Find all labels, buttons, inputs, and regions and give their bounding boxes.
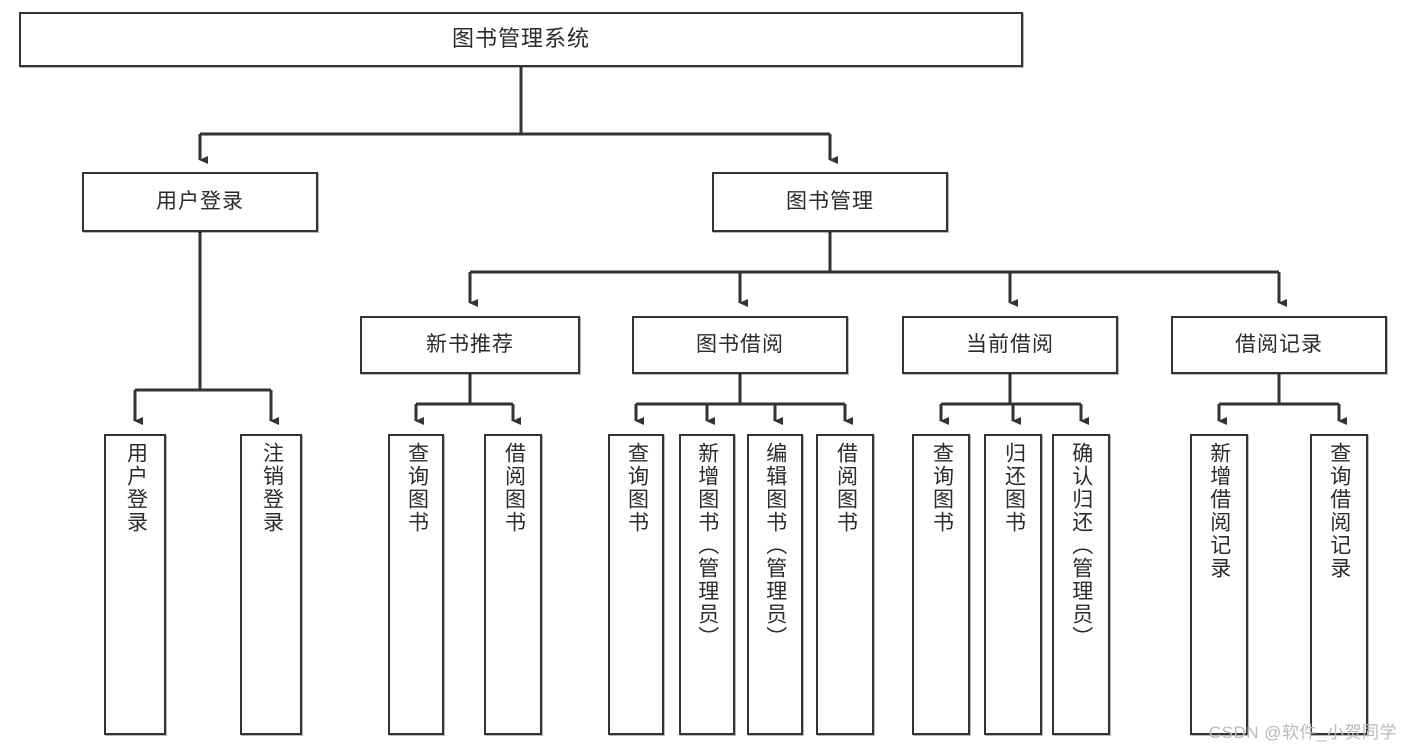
node-user-login[interactable]: 用户登录 [82, 172, 318, 232]
node-leaf-rec-query2[interactable]: 查询借阅记录 [1310, 434, 1368, 735]
leaf-label: 借阅图书 [834, 442, 858, 534]
node-current-borrow[interactable]: 当前借阅 [902, 316, 1118, 374]
node-new-book-rec[interactable]: 新书推荐 [360, 316, 580, 374]
leaf-label: 查询图书 [405, 442, 429, 534]
leaf-label: 借阅图书 [502, 442, 526, 534]
watermark-text: CSDN @软件_小贺同学 [1208, 723, 1397, 742]
leaf-label: 注销登录 [260, 442, 284, 534]
leaf-label: 确认归还（管理员） [1069, 442, 1093, 649]
leaf-label: 用户登录 [124, 442, 148, 534]
node-book-manage[interactable]: 图书管理 [712, 172, 948, 232]
leaf-label: 新增图书（管理员） [695, 442, 719, 649]
node-borrow-record[interactable]: 借阅记录 [1171, 316, 1387, 374]
node-leaf-rec-query[interactable]: 查询图书 [388, 434, 444, 735]
leaf-label: 新增借阅记录 [1207, 442, 1231, 580]
node-leaf-cur-query[interactable]: 查询图书 [912, 434, 970, 735]
leaf-label: 归还图书 [1002, 442, 1026, 534]
node-root[interactable]: 图书管理系统 [19, 12, 1023, 67]
node-leaf-borrow-query[interactable]: 查询图书 [608, 434, 664, 735]
node-book-borrow[interactable]: 图书借阅 [632, 316, 848, 374]
node-leaf-cur-confirm[interactable]: 确认归还（管理员） [1052, 434, 1110, 735]
node-leaf-rec-add[interactable]: 新增借阅记录 [1190, 434, 1248, 735]
leaf-label: 查询图书 [625, 442, 649, 534]
node-leaf-borrow-edit[interactable]: 编辑图书（管理员） [747, 434, 803, 735]
node-leaf-rec-borrow[interactable]: 借阅图书 [484, 434, 542, 735]
node-leaf-borrow-add[interactable]: 新增图书（管理员） [679, 434, 735, 735]
leaf-label: 查询图书 [930, 442, 954, 534]
node-leaf-borrow-lend[interactable]: 借阅图书 [816, 434, 874, 735]
leaf-label: 编辑图书（管理员） [763, 442, 787, 649]
leaf-label: 查询借阅记录 [1327, 442, 1351, 580]
node-leaf-user-login[interactable]: 用户登录 [104, 434, 166, 735]
node-leaf-cur-return[interactable]: 归还图书 [984, 434, 1042, 735]
node-leaf-user-logout[interactable]: 注销登录 [240, 434, 302, 735]
